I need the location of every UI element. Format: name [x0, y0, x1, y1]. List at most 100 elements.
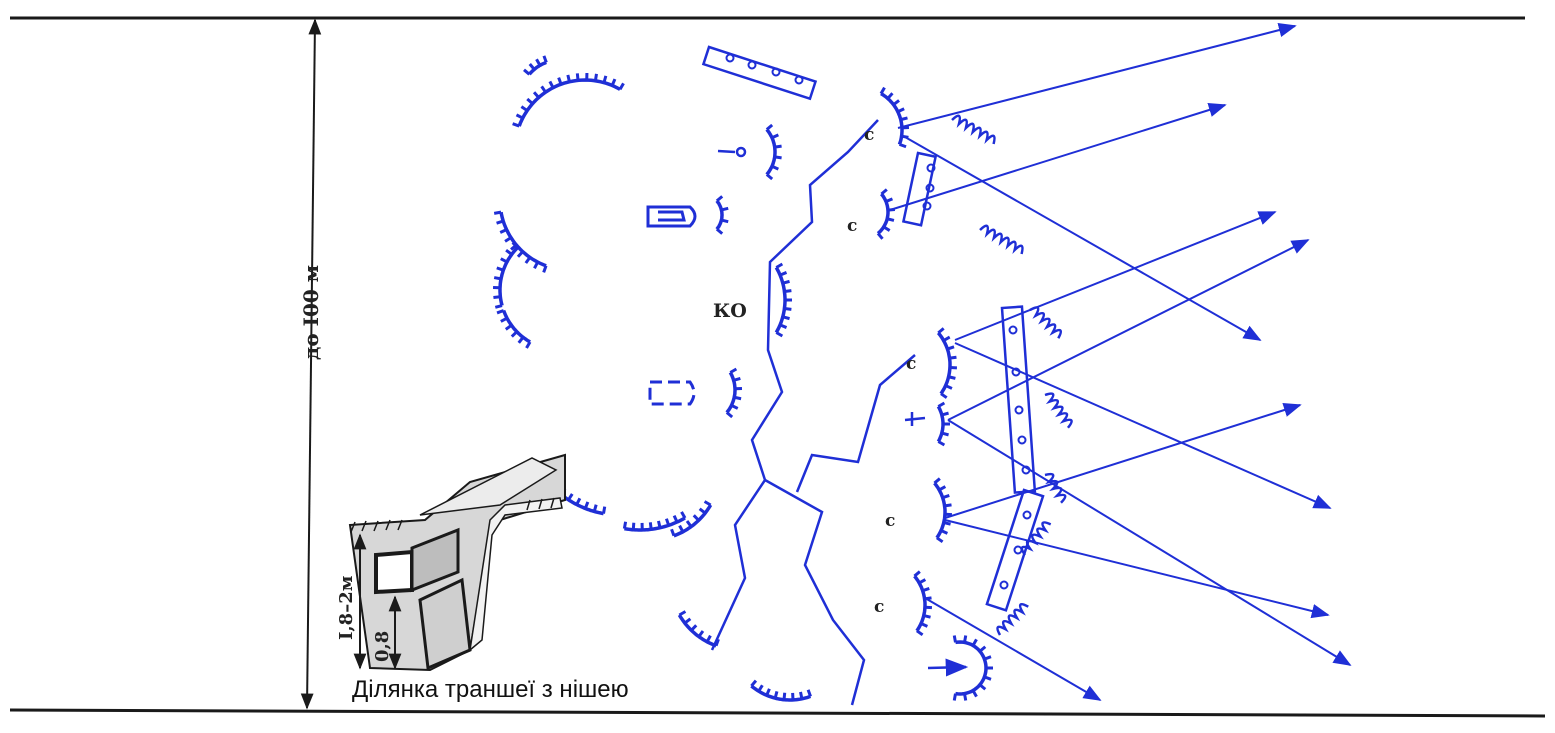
arc-tick [523, 68, 531, 76]
fire-line [889, 102, 1227, 211]
arc-tick [946, 345, 955, 351]
arc-tick [765, 688, 771, 696]
arc-tick [622, 521, 628, 529]
arc-tick [765, 123, 774, 131]
arc-tick [500, 257, 508, 264]
distance-label: до I00 м [299, 265, 323, 360]
arc-tick [952, 635, 957, 643]
arc-tick [535, 58, 542, 67]
command-post-label: КО [713, 300, 747, 322]
arc-tick [885, 197, 894, 203]
position-arc [528, 60, 547, 76]
arc-tick [665, 518, 671, 526]
arc-tick [880, 188, 888, 196]
wire-coil [996, 602, 1029, 636]
fire-sector-lines [889, 23, 1352, 701]
position-arc [673, 504, 713, 538]
position-arc [725, 371, 737, 414]
arc-tick [575, 497, 582, 506]
arc-tick [703, 500, 712, 507]
arc-tick [729, 367, 738, 374]
arc-tick [773, 690, 779, 699]
arc-tick [493, 295, 501, 299]
fire-line [924, 597, 1102, 701]
arc-tick [940, 392, 948, 399]
arc-tick [505, 249, 513, 256]
wire-obstacles [951, 114, 1073, 636]
mine-dot [1017, 435, 1027, 445]
mine-dot [1022, 510, 1032, 520]
wire-coil [1029, 306, 1063, 339]
arc-tick [526, 97, 534, 105]
arc-tick [963, 635, 968, 643]
arc-tick [944, 503, 952, 508]
arc-tick [557, 77, 563, 85]
position-arc [913, 574, 927, 632]
arc-tick [593, 73, 598, 82]
arc-tick [683, 617, 692, 625]
fire-line [904, 136, 1262, 341]
arc-tick [692, 514, 700, 522]
arc-tick [516, 250, 524, 258]
arc-tick [920, 622, 929, 628]
arc-tick [610, 78, 617, 87]
arc-tick [496, 219, 504, 225]
arc-tick [963, 693, 968, 701]
arc-tick [548, 80, 555, 89]
arc-tick [757, 684, 764, 692]
arc-tick [806, 689, 812, 697]
trench-cross-section: I,8–2м 0,8 [336, 453, 566, 672]
arc-tick [940, 529, 949, 535]
mine-dot [925, 183, 935, 193]
arc-tick [733, 376, 741, 382]
arc-tick [678, 610, 687, 617]
arc-tick [678, 524, 685, 533]
arc-tick [913, 570, 921, 578]
arc-tick [721, 218, 729, 224]
position-arcs [492, 55, 993, 702]
arc-tick [782, 279, 790, 285]
mine-dot [747, 60, 757, 70]
arc-tick [983, 655, 992, 661]
arc-tick [499, 228, 508, 234]
wire-coil [1020, 521, 1052, 556]
arc-tick [494, 304, 503, 309]
arc-tick [922, 587, 930, 593]
arc-tick [504, 324, 513, 331]
position-arc [933, 481, 947, 539]
arc-tick [512, 122, 520, 128]
arc-tick [725, 411, 734, 419]
arc-tick [698, 507, 707, 515]
arc-tick [918, 578, 927, 585]
position-arc [750, 684, 812, 702]
arc-tick [510, 330, 518, 338]
arc-tick [721, 206, 729, 212]
arc-tick [782, 315, 790, 321]
arc-tick [774, 144, 782, 149]
arc-tick [657, 520, 662, 529]
arc-tick [923, 614, 931, 619]
arc-tick [517, 336, 525, 344]
arc-tick [933, 477, 941, 485]
arc-tick [602, 506, 607, 514]
depth-niche-label: 0,8 [372, 631, 393, 662]
bottom-boundary-line [9, 708, 1546, 718]
mine-dot [1011, 367, 1021, 377]
arc-tick [705, 634, 712, 643]
arc-tick [515, 113, 524, 120]
mine-dot [1008, 325, 1018, 335]
mine-dot [725, 53, 735, 63]
arc-tick [618, 82, 625, 91]
arc-tick [733, 395, 742, 401]
arc-tick [566, 74, 571, 83]
svg-text:с: с [864, 125, 874, 145]
vehicle-niche [648, 380, 696, 406]
arc-tick [511, 241, 519, 249]
arc-tick [971, 638, 978, 647]
arc-tick [520, 105, 529, 112]
mine-dot [922, 201, 932, 211]
mine-dot [926, 163, 936, 173]
arc-tick [937, 440, 946, 447]
arc-tick [542, 55, 548, 63]
